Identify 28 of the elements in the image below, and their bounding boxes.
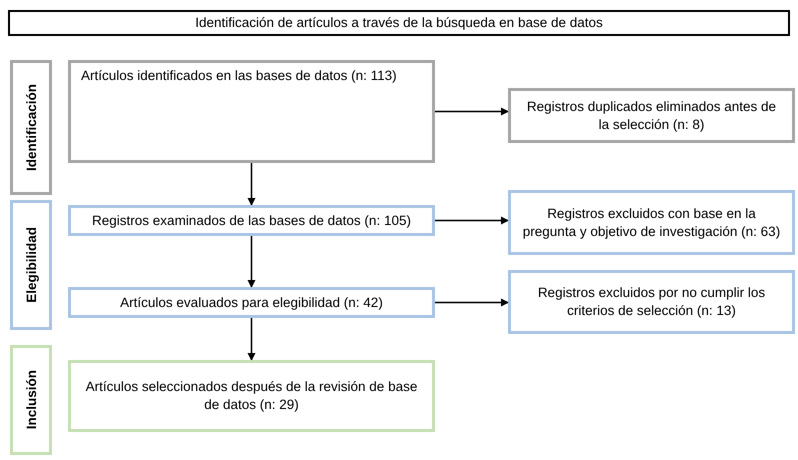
process-box xyxy=(508,270,795,334)
box-text: Registros excluidos por no cumplir los criterios de selección (n: 13) xyxy=(536,284,766,320)
process-box xyxy=(508,88,795,143)
phase-label: Identificación xyxy=(24,84,38,171)
arrow xyxy=(435,108,509,116)
arrow xyxy=(248,163,256,206)
box-text: Registros examinados de las bases de datos (n: 105) xyxy=(92,212,411,230)
process-box xyxy=(68,60,435,163)
phase-label: Elegibilidad xyxy=(24,227,38,303)
process-box xyxy=(68,205,435,236)
arrow xyxy=(435,216,509,224)
box-text: Artículos evaluados para elegibilidad (n: 42) xyxy=(120,294,383,312)
box-text: Registros excluidos con base en la pregunta y objetivo de investigación (n: 63) xyxy=(522,204,782,240)
phase-label: Inclusión xyxy=(24,370,38,430)
box-text: Artículos seleccionados después de la revisión de base de datos (n: 29) xyxy=(84,378,418,414)
box-text: Artículos identificados en las bases de datos (n: 113) xyxy=(81,67,397,85)
phase-band xyxy=(10,345,52,455)
box-text: Registros duplicados eliminados antes de la selección (n: 8) xyxy=(526,98,778,134)
arrow xyxy=(248,236,256,288)
process-box xyxy=(68,360,435,432)
arrow xyxy=(435,298,509,306)
process-box xyxy=(68,287,435,318)
title-text: Identificación de artículos a través de la búsqueda en base de datos xyxy=(195,14,603,32)
arrow xyxy=(248,318,256,361)
title-box xyxy=(8,10,790,36)
phase-band xyxy=(10,60,52,195)
process-box xyxy=(508,190,795,255)
phase-band xyxy=(10,200,52,330)
